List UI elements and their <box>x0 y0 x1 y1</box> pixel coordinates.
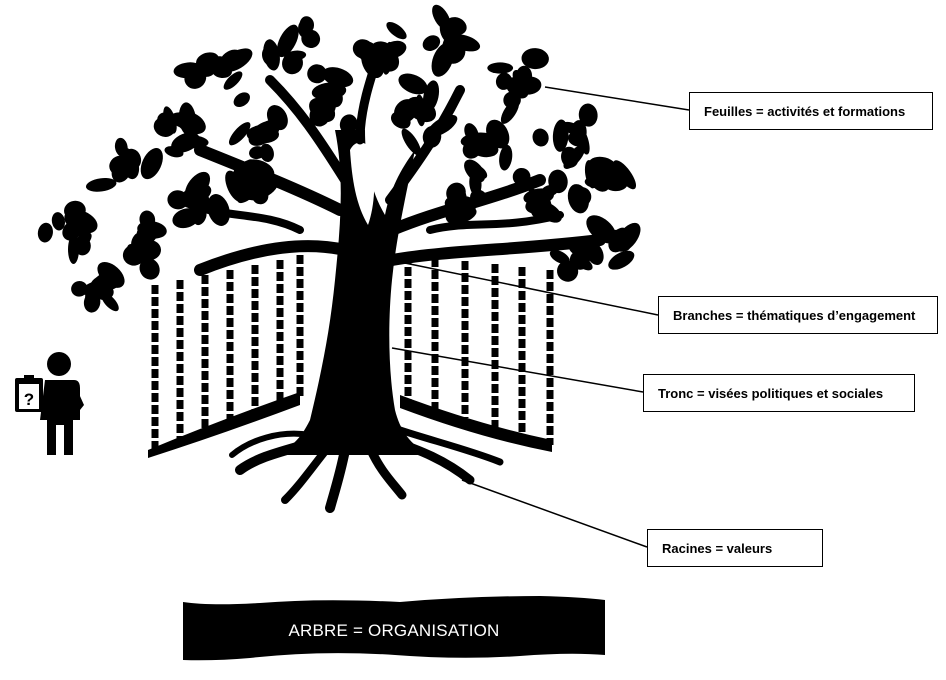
leaf-blob <box>487 62 514 74</box>
callout-lines <box>391 86 690 548</box>
leaf-blob <box>37 222 53 243</box>
leaf-blob <box>321 95 337 114</box>
leaf-blob <box>307 64 327 84</box>
leaf-blob <box>139 258 160 280</box>
leaf-blob <box>532 128 549 147</box>
leaf-blob <box>322 67 354 88</box>
leaf-blob <box>64 200 86 221</box>
main-branches <box>176 45 606 276</box>
leaf-blob <box>251 187 269 205</box>
leaf-blob <box>575 124 590 155</box>
leaf-blob <box>172 208 200 229</box>
leaf-blob <box>613 230 634 250</box>
leaf-blob <box>571 186 592 207</box>
leaf-blob <box>233 166 261 195</box>
leaf-blob <box>118 146 139 167</box>
leaf-blob <box>140 148 163 180</box>
leaf-blob <box>448 35 470 49</box>
leaf-blob <box>282 52 303 75</box>
leaf-blob <box>266 105 288 131</box>
leaf-blob <box>281 29 297 51</box>
label-leaves: Feuilles = activités et formations <box>689 92 933 130</box>
tree-trunk <box>270 130 430 455</box>
leaf-blob <box>495 72 513 90</box>
leaf-blob <box>352 39 374 59</box>
leaf-blob <box>85 271 111 301</box>
leaf-blob <box>220 48 253 73</box>
leaf-blob <box>164 146 184 158</box>
banner-title: ARBRE = ORGANISATION <box>288 621 500 640</box>
leaf-blob <box>298 20 311 38</box>
leaf-blob <box>72 232 92 250</box>
leaf-blob <box>62 220 82 241</box>
trunk-gap <box>350 142 375 225</box>
leaf-blob <box>184 171 211 201</box>
right-root-base <box>400 395 552 452</box>
leaf-blob <box>233 92 250 108</box>
leaf-blob <box>549 249 570 265</box>
leaf-blob <box>469 170 482 196</box>
leaf-blob <box>261 46 277 66</box>
leaf-blob <box>608 170 630 184</box>
leaf-blob <box>499 144 513 171</box>
leaf-blob <box>51 212 65 231</box>
leaf-blob <box>259 143 274 162</box>
leaf-blob <box>171 132 200 153</box>
leaf-blob <box>163 106 177 134</box>
leaf-blob <box>398 73 428 95</box>
leaf-blob <box>563 145 586 169</box>
hanging-roots <box>151 255 554 450</box>
leaf-blob <box>135 244 150 264</box>
leaf-blob <box>249 146 265 160</box>
leaf-blob <box>422 35 441 51</box>
leaf-blob <box>109 160 129 179</box>
leaf-blob <box>225 170 246 203</box>
leaf-blob <box>442 36 455 63</box>
leaf-blob <box>228 122 251 146</box>
leaf-blob <box>548 169 568 194</box>
leaf-blob <box>500 99 520 124</box>
leaf-blob <box>608 250 635 270</box>
leaf-blob <box>415 94 426 127</box>
leaf-blob <box>584 175 612 189</box>
tree-roots <box>229 426 504 513</box>
leaf-blob <box>173 62 204 79</box>
label-roots: Racines = valeurs <box>647 529 823 567</box>
label-branches: Branches = thématiques d’engagement <box>658 296 938 334</box>
leaf-blob <box>462 139 482 159</box>
leaf-blob <box>223 71 243 90</box>
leaf-blob <box>578 103 598 127</box>
leaf-blob <box>339 114 358 135</box>
left-root-base <box>148 392 300 458</box>
leaf-blob <box>139 210 156 229</box>
leaf-blob <box>401 128 422 156</box>
leaf-blob <box>386 21 407 40</box>
label-trunk: Tronc = visées politiques et sociales <box>643 374 915 412</box>
leaf-blob <box>85 178 117 192</box>
leaf-blob <box>486 119 510 149</box>
leaf-blob <box>252 125 266 144</box>
title-banner <box>183 596 605 661</box>
leaf-blob <box>512 70 528 89</box>
leaf-blob <box>530 194 552 220</box>
leaf-blob <box>175 111 206 135</box>
leaf-blob <box>573 255 593 271</box>
person-with-clipboard-icon <box>15 352 84 455</box>
clipboard-question-mark: ? <box>24 390 34 409</box>
leaf-blob <box>471 164 488 179</box>
leaf-blob <box>311 82 347 101</box>
leaf-blob <box>552 119 569 152</box>
leaf-blob <box>521 48 549 70</box>
